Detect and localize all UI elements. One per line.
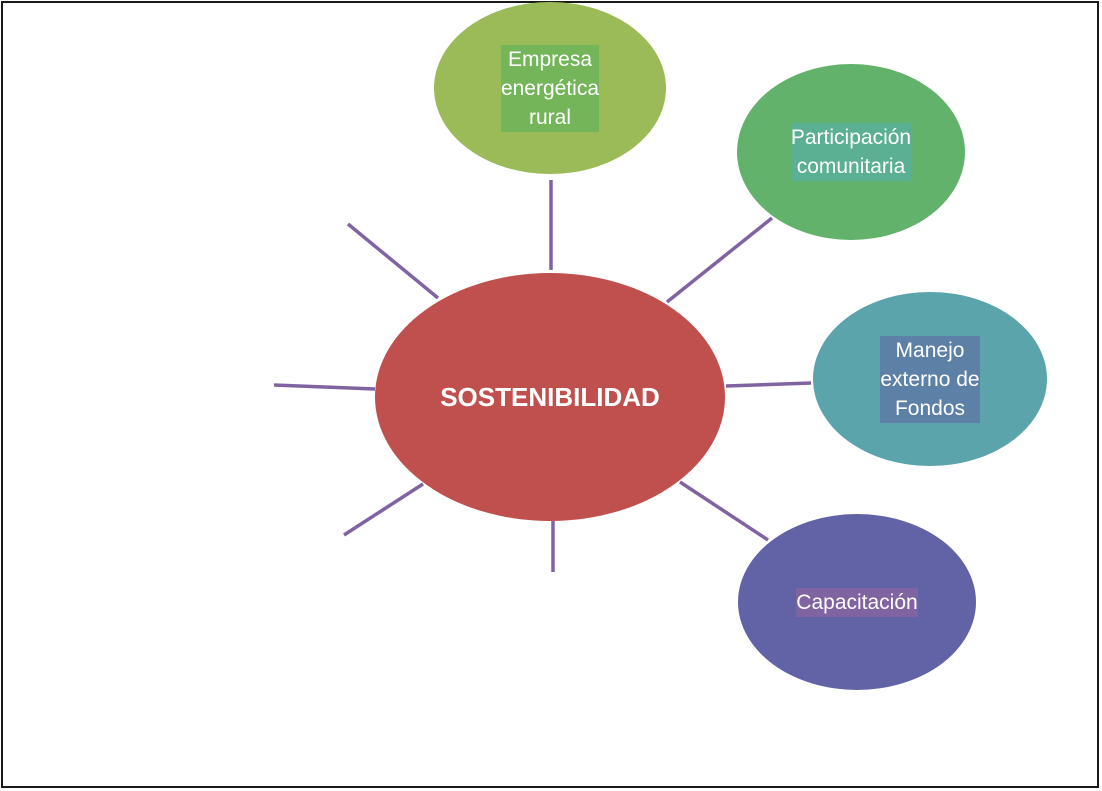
connector-manejo-externo-fondos xyxy=(725,381,812,388)
connector-apoyo-empresas-privadas xyxy=(273,383,376,391)
connector-participacion-comunitaria xyxy=(665,216,774,304)
node-proyectos-productivos: Proyectos productivos - pago energía- xyxy=(156,68,388,242)
node-label: Mercado xyxy=(514,649,596,673)
connector-equidad-genero xyxy=(343,482,424,537)
node-manejo-externo-fondos: Manejo externo de Fondos xyxy=(813,292,1047,466)
node-label: Proyectos productivos - pago energía- xyxy=(206,114,338,196)
node-label: Empresa energética rural xyxy=(500,44,600,132)
connector-proyectos-productivos xyxy=(346,222,440,300)
node-label: Apoyo de Empresas Privadas xyxy=(109,341,205,423)
node-empresa-energetica-rural: Empresa energética rural xyxy=(434,2,666,174)
node-mercado: Mercado xyxy=(428,574,682,748)
node-capacitacion: Capacitación xyxy=(738,514,976,690)
node-equidad-genero: Equidad de Género xyxy=(142,508,372,682)
node-label: Participación comunitaria xyxy=(790,123,912,181)
node-label: Capacitación xyxy=(796,587,918,617)
center-node-label: SOSTENIBILIDAD xyxy=(440,382,660,412)
center-node-sostenibilidad: SOSTENIBILIDAD xyxy=(375,273,725,521)
node-label: Manejo externo de Fondos xyxy=(880,335,980,423)
node-apoyo-empresas-privadas: Apoyo de Empresas Privadas xyxy=(42,296,272,468)
node-participacion-comunitaria: Participación comunitaria xyxy=(737,64,965,240)
connector-capacitacion xyxy=(679,480,769,542)
node-label: Equidad de Género xyxy=(203,569,311,621)
